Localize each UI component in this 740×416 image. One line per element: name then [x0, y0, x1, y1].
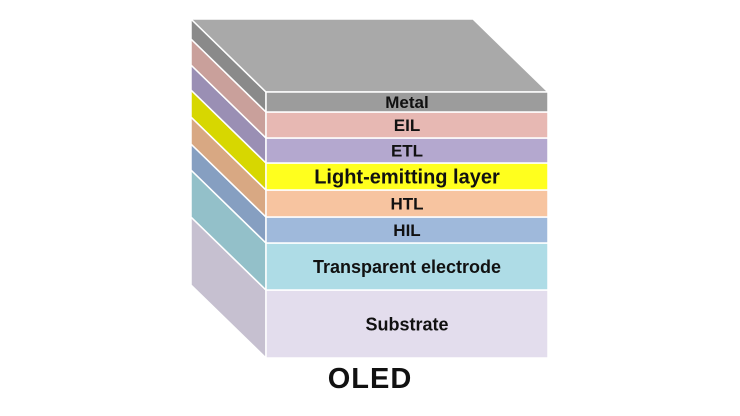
layer-electrode-label: Transparent electrode	[313, 257, 501, 277]
layer-metal: Metal	[190, 18, 549, 113]
layer-metal-front	[265, 91, 549, 113]
layer-hil-label: HIL	[393, 221, 420, 240]
layer-eil-label: EIL	[394, 116, 420, 135]
layer-htl-label: HTL	[390, 195, 423, 214]
layer-etl-label: ETL	[391, 142, 423, 161]
layers-group: Substrate Transparent electrode HIL HTL Ligh…	[190, 18, 549, 359]
layer-metal-label: Metal	[385, 93, 428, 112]
layer-emitting-label: Light-emitting layer	[314, 167, 500, 189]
layer-substrate-label: Substrate	[365, 314, 448, 334]
diagram-title: OLED	[327, 363, 413, 395]
